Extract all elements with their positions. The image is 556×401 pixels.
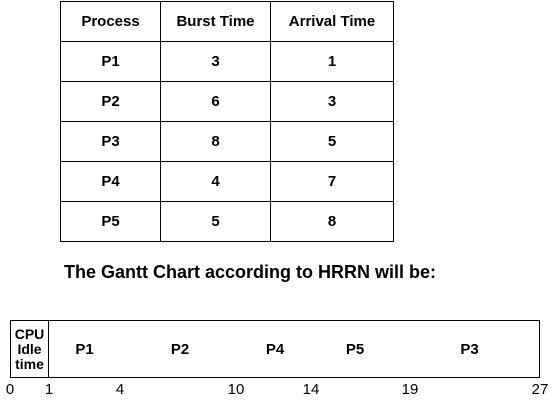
- gantt-block-label: P2: [170, 340, 190, 358]
- cell-burst: 5: [160, 201, 271, 242]
- gantt-block-label: P5: [345, 340, 365, 358]
- gantt-block-p4: P4: [240, 320, 311, 378]
- gantt-block-label: CPU Idle time: [14, 325, 45, 372]
- cell-arrival: 8: [270, 201, 394, 242]
- header-burst-time: Burst Time: [160, 1, 271, 42]
- gantt-tick-label: 19: [401, 381, 419, 398]
- header-arrival-time: Arrival Time: [270, 1, 394, 42]
- gantt-block-p2: P2: [120, 320, 241, 378]
- gantt-block-cpu-idle: CPU Idle time: [10, 320, 49, 378]
- cell-process: P1: [60, 41, 161, 82]
- gantt-tick-label: 4: [115, 381, 125, 398]
- gantt-block-label: P1: [75, 340, 94, 358]
- cell-process: P3: [60, 121, 161, 162]
- table-row: P4 4 7: [60, 161, 394, 202]
- gantt-block-p3: P3: [400, 320, 540, 378]
- cell-arrival: 5: [270, 121, 394, 162]
- table-header-row: Process Burst Time Arrival Time: [60, 1, 394, 42]
- cell-burst: 3: [160, 41, 271, 82]
- gantt-heading: The Gantt Chart according to HRRN will b…: [63, 262, 436, 282]
- cell-arrival: 3: [270, 81, 394, 122]
- header-process: Process: [60, 1, 161, 42]
- table-row: P3 8 5: [60, 121, 394, 162]
- process-table: Process Burst Time Arrival Time P1 3 1 P…: [60, 1, 394, 242]
- table-row: P2 6 3: [60, 81, 394, 122]
- cell-process: P4: [60, 161, 161, 202]
- cell-burst: 6: [160, 81, 271, 122]
- cell-process: P2: [60, 81, 161, 122]
- cell-arrival: 1: [270, 41, 394, 82]
- cell-process: P5: [60, 201, 161, 242]
- table-row: P5 5 8: [60, 201, 394, 242]
- table-row: P1 3 1: [60, 41, 394, 82]
- gantt-tick-label: 10: [227, 381, 245, 398]
- gantt-tick-label: 27: [531, 381, 549, 398]
- gantt-block-p5: P5: [310, 320, 401, 378]
- gantt-tick-label: 14: [302, 381, 320, 398]
- gantt-tick-label: 1: [44, 381, 54, 398]
- cell-burst: 4: [160, 161, 271, 202]
- gantt-tick-label: 0: [5, 381, 15, 398]
- cell-burst: 8: [160, 121, 271, 162]
- gantt-block-label: P3: [460, 340, 479, 358]
- gantt-block-p1: P1: [49, 320, 121, 378]
- cell-arrival: 7: [270, 161, 394, 202]
- gantt-block-label: P4: [265, 340, 285, 358]
- gantt-chart: CPU Idle time P1 P2 P4 P5 P3: [10, 320, 540, 378]
